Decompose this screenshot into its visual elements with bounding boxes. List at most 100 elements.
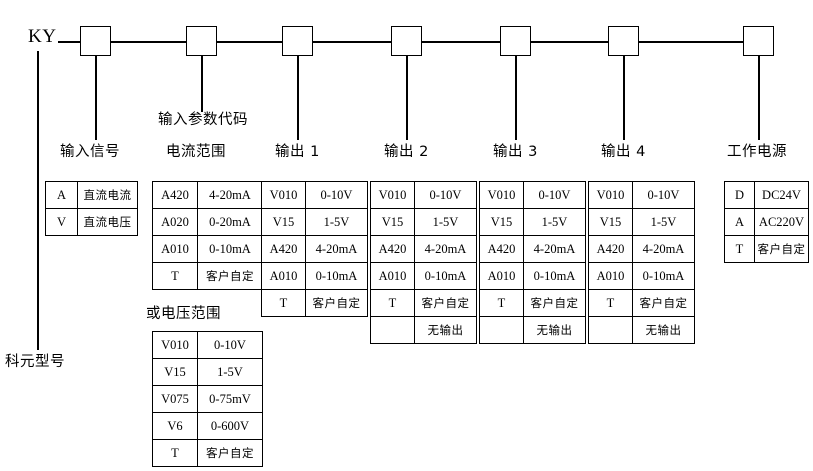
table-row[interactable]: V15 1-5V — [479, 208, 586, 236]
table-row[interactable]: A010 0-10mA — [261, 262, 368, 290]
table-row[interactable]: A420 4-20mA — [261, 235, 368, 263]
cell-desc: 客户自定 — [523, 289, 586, 317]
code-box-input-param[interactable] — [186, 26, 217, 56]
table-row[interactable]: T 客户自定 — [370, 289, 477, 317]
cell-desc: 客户自定 — [632, 289, 695, 317]
drop-line-output-1 — [297, 56, 299, 140]
table-current-range: A420 4-20mA A020 0-20mA A010 0-10mA T 客户… — [152, 181, 263, 290]
cell-desc: 4-20mA — [305, 235, 368, 263]
table-output-4: V010 0-10V V15 1-5V A420 4-20mA A010 0-1… — [588, 181, 695, 344]
code-box-input-signal[interactable] — [80, 26, 111, 56]
cell-code: V6 — [152, 412, 198, 440]
table-row[interactable]: A010 0-10mA — [152, 235, 263, 263]
cell-code: V15 — [152, 358, 198, 386]
table-row[interactable]: T 客户自定 — [724, 235, 809, 263]
cell-desc: 0-10mA — [305, 262, 368, 290]
table-row[interactable]: T 客户自定 — [479, 289, 586, 317]
cell-desc: 1-5V — [305, 208, 368, 236]
table-row[interactable]: A 直流电流 — [45, 181, 138, 209]
connector-line-5 — [531, 41, 608, 43]
cell-desc: 客户自定 — [197, 439, 263, 467]
table-row[interactable]: V010 0-10V — [261, 181, 368, 209]
cell-desc: 0-10V — [632, 181, 695, 209]
cell-code: V15 — [479, 208, 524, 236]
table-voltage-range: V010 0-10V V15 1-5V V075 0-75mV V6 0-600… — [152, 331, 263, 467]
cell-code: T — [261, 289, 306, 317]
table-row[interactable]: V010 0-10V — [588, 181, 695, 209]
table-row[interactable]: A010 0-10mA — [479, 262, 586, 290]
cell-code: A — [45, 181, 78, 209]
model-prefix-label: KY — [28, 26, 57, 47]
cell-code: V010 — [152, 331, 198, 359]
cell-code: A — [724, 208, 755, 236]
table-row[interactable]: T 客户自定 — [261, 289, 368, 317]
cell-desc: 4-20mA — [197, 181, 263, 209]
cell-code: T — [724, 235, 755, 263]
cell-code — [588, 316, 633, 344]
cell-desc: 无输出 — [632, 316, 695, 344]
cell-desc: AC220V — [754, 208, 809, 236]
code-box-output-4[interactable] — [608, 26, 639, 56]
table-row[interactable]: T 客户自定 — [152, 439, 263, 467]
table-row[interactable]: A420 4-20mA — [370, 235, 477, 263]
code-box-output-2[interactable] — [391, 26, 422, 56]
cell-desc: 1-5V — [414, 208, 477, 236]
table-row[interactable]: V010 0-10V — [479, 181, 586, 209]
cell-desc: 客户自定 — [414, 289, 477, 317]
cell-code: V075 — [152, 385, 198, 413]
caption-output-3: 输出 3 — [493, 144, 538, 160]
table-row[interactable]: A420 4-20mA — [152, 181, 263, 209]
cell-code: A420 — [588, 235, 633, 263]
cell-code: A420 — [370, 235, 415, 263]
cell-desc: 4-20mA — [414, 235, 477, 263]
table-row[interactable]: V15 1-5V — [152, 358, 263, 386]
table-row[interactable]: 无输出 — [370, 316, 477, 344]
table-row[interactable]: V15 1-5V — [261, 208, 368, 236]
table-row[interactable]: A420 4-20mA — [479, 235, 586, 263]
table-row[interactable]: V15 1-5V — [370, 208, 477, 236]
cell-desc: 1-5V — [632, 208, 695, 236]
caption-input-param-top: 输入参数代码 — [158, 112, 248, 128]
table-row[interactable]: A010 0-10mA — [370, 262, 477, 290]
table-row[interactable]: T 客户自定 — [152, 262, 263, 290]
drop-line-output-3 — [515, 56, 517, 140]
cell-desc: 4-20mA — [523, 235, 586, 263]
cell-code: A010 — [479, 262, 524, 290]
cell-desc: 0-10V — [305, 181, 368, 209]
cell-desc: 直流电流 — [77, 181, 138, 209]
cell-desc: DC24V — [754, 181, 809, 209]
cell-code: A420 — [479, 235, 524, 263]
table-row[interactable]: A AC220V — [724, 208, 809, 236]
table-row[interactable]: V010 0-10V — [370, 181, 477, 209]
table-row[interactable]: V075 0-75mV — [152, 385, 263, 413]
cell-desc: 客户自定 — [754, 235, 809, 263]
code-box-output-1[interactable] — [282, 26, 313, 56]
cell-code: T — [370, 289, 415, 317]
code-box-power-supply[interactable] — [743, 26, 774, 56]
model-name-label: 科元型号 — [5, 354, 65, 370]
table-row[interactable]: V6 0-600V — [152, 412, 263, 440]
table-row[interactable]: V15 1-5V — [588, 208, 695, 236]
cell-desc: 0-10mA — [632, 262, 695, 290]
table-row[interactable]: 无输出 — [588, 316, 695, 344]
cell-desc: 0-10mA — [197, 235, 263, 263]
table-row[interactable]: T 客户自定 — [588, 289, 695, 317]
table-row[interactable]: D DC24V — [724, 181, 809, 209]
cell-code: V15 — [261, 208, 306, 236]
caption-output-1: 输出 1 — [275, 144, 320, 160]
table-row[interactable]: A010 0-10mA — [588, 262, 695, 290]
table-row[interactable]: 无输出 — [479, 316, 586, 344]
cell-desc: 0-75mV — [197, 385, 263, 413]
table-row[interactable]: V010 0-10V — [152, 331, 263, 359]
connector-line-1 — [111, 41, 186, 43]
table-row[interactable]: V 直流电压 — [45, 208, 138, 236]
code-box-output-3[interactable] — [500, 26, 531, 56]
connector-line-3 — [313, 41, 391, 43]
connector-line-4 — [422, 41, 500, 43]
table-row[interactable]: A420 4-20mA — [588, 235, 695, 263]
table-row[interactable]: A020 0-20mA — [152, 208, 263, 236]
cell-code: A420 — [152, 181, 198, 209]
cell-desc: 0-10V — [523, 181, 586, 209]
table-power-supply: D DC24V A AC220V T 客户自定 — [724, 181, 809, 263]
